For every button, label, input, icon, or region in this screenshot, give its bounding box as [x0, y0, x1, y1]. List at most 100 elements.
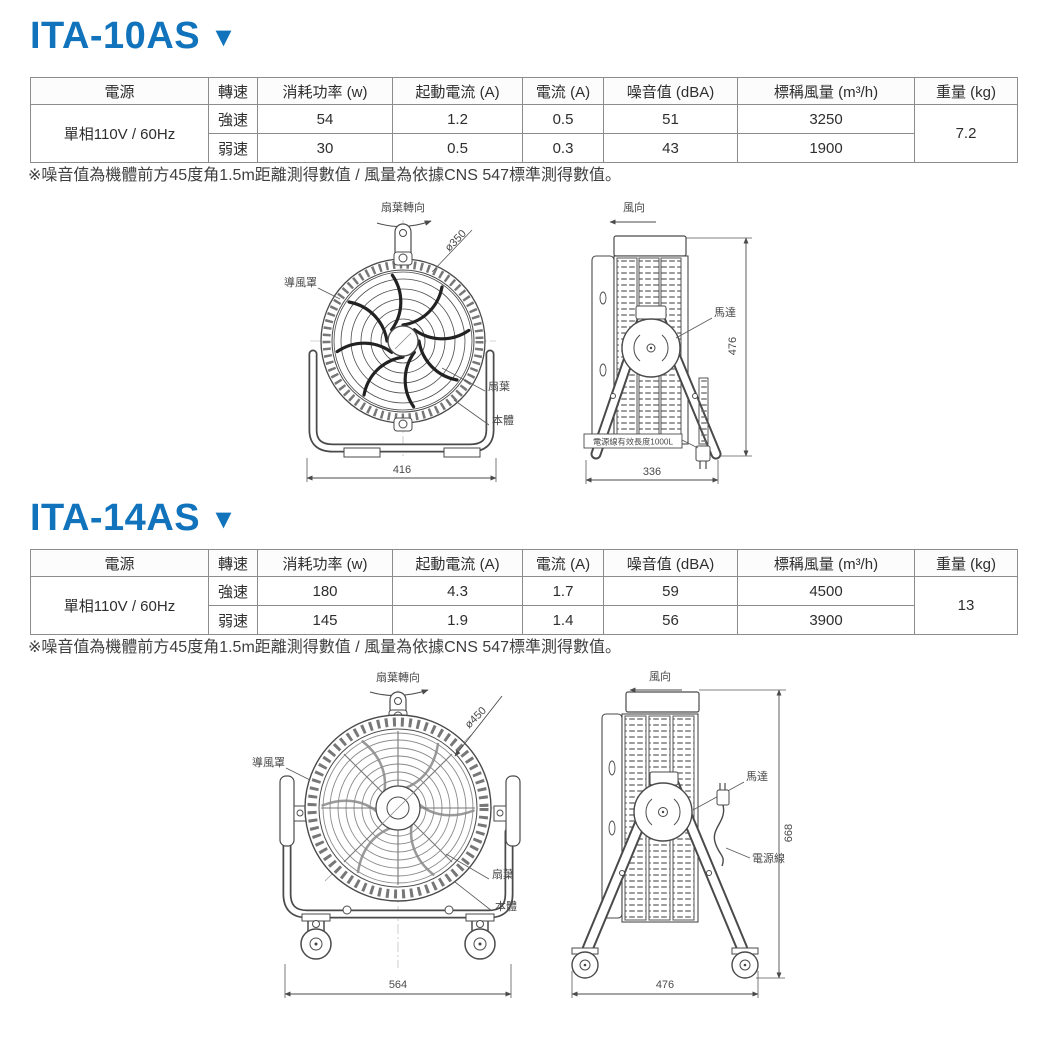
stand-base	[282, 827, 514, 919]
header-row: 電源 轉速 消耗功率 (w) 起動電流 (A) 電流 (A) 噪音值 (dBA)…	[30, 77, 1018, 105]
col-weight: 重量 (kg)	[914, 549, 1018, 577]
cell-noise-high: 51	[603, 104, 738, 134]
cord-length-label: 電源線有效長度1000L	[593, 437, 674, 447]
right-caster	[464, 913, 496, 960]
triangle-down-icon: ▼	[210, 22, 238, 52]
cell-airflow-low: 3900	[737, 605, 915, 635]
top-cap	[625, 691, 700, 713]
measurement-note: ※噪音值為機體前方45度角1.5m距離測得數值 / 風量為依據CNS 547標準…	[28, 167, 622, 184]
cell-weight: 7.2	[914, 104, 1018, 163]
width-dimension: 416	[393, 464, 411, 476]
table-row: 單相110V / 60Hz 強速 180 4.3 1.7 59 4500 13	[30, 576, 1018, 635]
model-name: ITA-10AS	[30, 15, 201, 57]
drawing-front-ita14as: 扇葉轉向	[252, 670, 521, 998]
col-airflow: 標稱風量 (m³/h)	[737, 549, 915, 577]
guard-label: 導風罩	[284, 275, 317, 289]
cell-start-low: 1.9	[392, 605, 523, 635]
col-speed: 轉速	[208, 549, 258, 577]
spec-table-ita10as: 電源 轉速 消耗功率 (w) 起動電流 (A) 電流 (A) 噪音值 (dBA)…	[30, 77, 1018, 163]
cell-airflow-low: 1900	[737, 133, 915, 163]
drawing-side-ita10as: 風向 馬達	[583, 200, 752, 484]
motor-label: 馬達	[746, 770, 768, 783]
spec-table-ita14as: 電源 轉速 消耗功率 (w) 起動電流 (A) 電流 (A) 噪音值 (dBA)…	[30, 549, 1018, 635]
blade-label: 扇葉	[488, 379, 510, 393]
cell-airflow-high: 3250	[737, 104, 915, 134]
right-post	[505, 775, 521, 847]
triangle-down-icon: ▼	[210, 504, 238, 534]
page-title-ita14as: ITA-14AS ▼	[30, 496, 237, 541]
col-watt: 消耗功率 (w)	[257, 77, 393, 105]
body-label: 本體	[492, 413, 514, 427]
col-current: 電流 (A)	[522, 77, 604, 105]
power-cord	[713, 783, 730, 867]
drawing-front-ita10as: 扇葉轉向	[284, 200, 514, 482]
cell-noise-high: 59	[603, 576, 738, 606]
wind-direction-label: 風向	[623, 200, 645, 214]
motor-label: 馬達	[714, 306, 736, 319]
cell-speed-high: 強速	[208, 576, 258, 606]
height-dimension: 668	[783, 824, 795, 842]
stand-base	[308, 349, 495, 458]
col-speed: 轉速	[208, 77, 258, 105]
cell-current-high: 0.5	[522, 104, 604, 134]
cell-weight: 13	[914, 576, 1018, 635]
width-dimension: 564	[389, 979, 407, 991]
cell-speed-low: 弱速	[208, 133, 258, 163]
left-post	[279, 775, 295, 847]
table-row: 弱速 145 1.9 1.4 56 3900	[31, 605, 1018, 635]
depth-dimension: 336	[643, 466, 661, 478]
cell-current-low: 1.4	[522, 605, 604, 635]
cell-watt-high: 54	[257, 104, 393, 134]
left-caster	[571, 947, 599, 979]
cell-airflow-high: 4500	[737, 576, 915, 606]
blade-label: 扇葉	[492, 867, 514, 881]
motor	[621, 318, 681, 378]
cell-start-high: 4.3	[392, 576, 523, 606]
col-weight: 重量 (kg)	[914, 77, 1018, 105]
left-caster	[300, 913, 332, 960]
cell-noise-low: 56	[603, 605, 738, 635]
top-cap	[613, 235, 687, 257]
cell-speed-high: 強速	[208, 104, 258, 134]
drawing-side-ita14as: 風向 馬達	[571, 669, 795, 998]
model-name: ITA-14AS	[30, 497, 201, 539]
page-title-ita10as: ITA-10AS ▼	[30, 14, 237, 59]
table-row: 單相110V / 60Hz 強速 54 1.2 0.5 51 3250 7.2	[30, 104, 1018, 163]
blade-rotation-label: 扇葉轉向	[376, 670, 420, 684]
col-start-current: 起動電流 (A)	[392, 549, 523, 577]
cell-noise-low: 43	[603, 133, 738, 163]
cord-label: 電源線	[752, 851, 785, 865]
power-cord	[695, 377, 711, 469]
diameter-label: ø350	[443, 228, 469, 254]
cell-start-high: 1.2	[392, 104, 523, 134]
motor	[633, 782, 693, 842]
col-current: 電流 (A)	[522, 549, 604, 577]
col-watt: 消耗功率 (w)	[257, 549, 393, 577]
guard-label: 導風罩	[252, 755, 285, 769]
cell-watt-low: 30	[257, 133, 393, 163]
cell-current-low: 0.3	[522, 133, 604, 163]
table-row: 弱速 30 0.5 0.3 43 1900	[31, 133, 1018, 163]
cell-current-high: 1.7	[522, 576, 604, 606]
col-power: 電源	[30, 77, 209, 105]
body-label: 本體	[495, 899, 517, 913]
col-noise: 噪音值 (dBA)	[603, 549, 738, 577]
col-power: 電源	[30, 549, 209, 577]
depth-dimension: 476	[656, 979, 674, 991]
cell-watt-high: 180	[257, 576, 393, 606]
cell-start-low: 0.5	[392, 133, 523, 163]
col-start-current: 起動電流 (A)	[392, 77, 523, 105]
fan-blades	[335, 273, 471, 409]
cell-watt-low: 145	[257, 605, 393, 635]
cell-speed-low: 弱速	[208, 605, 258, 635]
header-row: 電源 轉速 消耗功率 (w) 起動電流 (A) 電流 (A) 噪音值 (dBA)…	[30, 549, 1018, 577]
col-noise: 噪音值 (dBA)	[603, 77, 738, 105]
blade-rotation-label: 扇葉轉向	[381, 200, 425, 214]
col-airflow: 標稱風量 (m³/h)	[737, 77, 915, 105]
right-caster	[731, 947, 759, 979]
measurement-note: ※噪音值為機體前方45度角1.5m距離測得數值 / 風量為依據CNS 547標準…	[28, 639, 622, 656]
wind-direction-label: 風向	[649, 669, 671, 683]
cell-power: 單相110V / 60Hz	[30, 576, 209, 635]
height-dimension: 476	[727, 337, 739, 355]
cell-power: 單相110V / 60Hz	[30, 104, 209, 163]
